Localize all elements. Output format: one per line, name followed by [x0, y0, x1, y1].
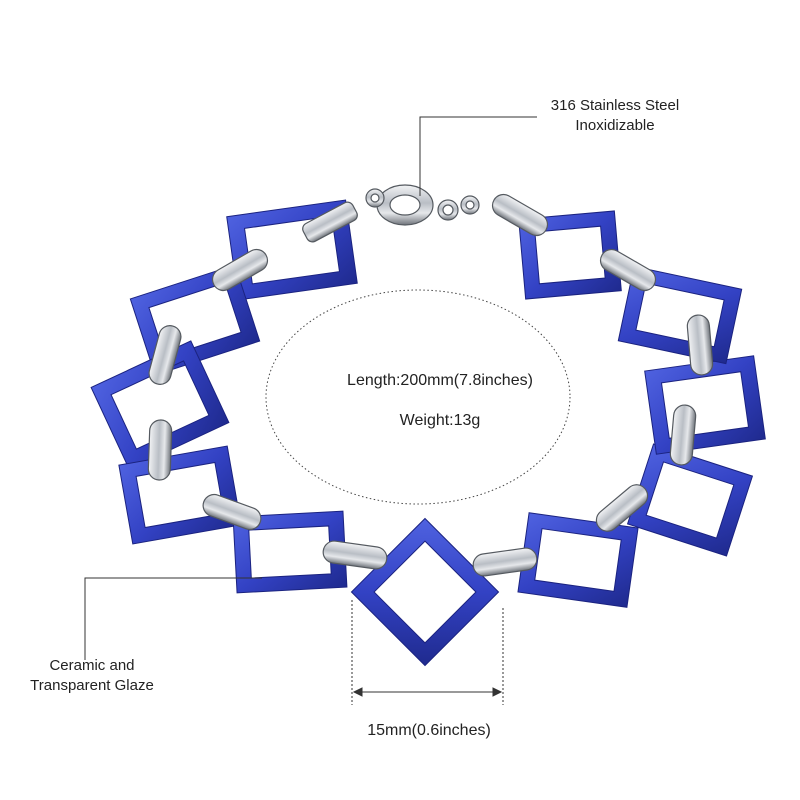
steel-links	[147, 193, 714, 577]
weight-text: Weight:13g	[399, 412, 481, 429]
steel-material-label: 316 Stainless Steel Inoxidizable	[540, 96, 690, 136]
lobster-clasp	[365, 184, 480, 226]
ceramic-label-line2: Transparent Glaze	[30, 677, 154, 694]
arrow-left-icon	[352, 687, 363, 697]
ceramic-material-label: Ceramic and Transparent Glaze	[12, 656, 172, 696]
arrow-right-icon	[492, 687, 503, 697]
steel-callout-line	[419, 116, 537, 196]
steel-label-line1: 316 Stainless Steel	[550, 97, 680, 114]
info-ellipse	[265, 289, 571, 505]
steel-label-line2: Inoxidizable	[575, 117, 655, 134]
callout-lines	[84, 116, 537, 705]
length-text: Length:200mm(7.8inches)	[347, 372, 533, 389]
ceramic-links	[90, 199, 766, 667]
ceramic-label-line1: Ceramic and	[49, 657, 135, 674]
ceramic-callout-line	[84, 577, 262, 660]
width-text: 15mm(0.6inches)	[367, 722, 491, 739]
